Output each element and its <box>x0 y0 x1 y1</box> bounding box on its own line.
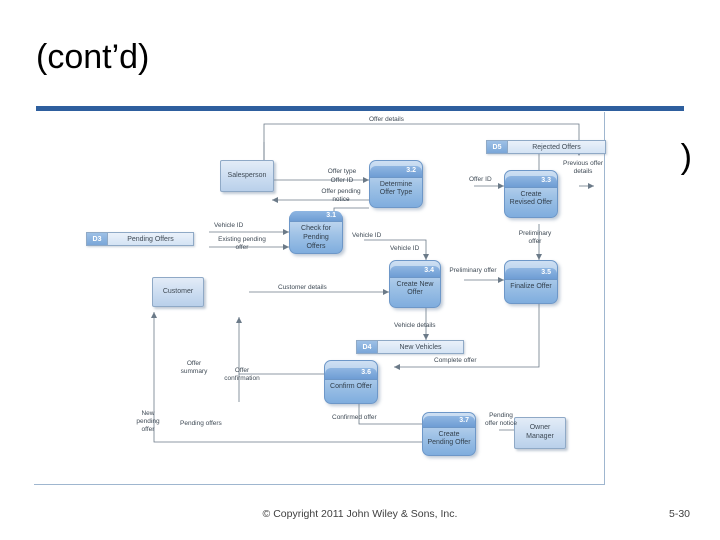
flow-label-offer-confirmation: Offer confirmation <box>224 367 260 382</box>
entity-salesperson[interactable]: Salesperson <box>220 160 274 192</box>
process-3-4[interactable]: 3.4 Create New Offer <box>389 260 441 308</box>
process-3-3[interactable]: 3.3 Create Revised Offer <box>504 170 558 218</box>
flow-label-previous-offer-details: Previous offer details <box>563 160 603 175</box>
process-label: Confirm Offer <box>330 383 372 390</box>
process-3-6[interactable]: 3.6 Confirm Offer <box>324 360 378 404</box>
process-3-1[interactable]: 3.1 Check for Pending Offers <box>289 210 343 254</box>
process-number: 3.4 <box>390 265 440 278</box>
process-number: 3.7 <box>423 415 475 428</box>
entity-owner-manager[interactable]: Owner Manager <box>514 417 566 449</box>
flow-label-offer-id: Offer ID <box>330 177 354 184</box>
flow-label-offer-type: Offer type <box>327 168 357 175</box>
page-title: (cont’d) <box>36 38 150 76</box>
process-label: Determine Offer Type <box>379 180 413 197</box>
flow-label-vehicle-id-mid: Vehicle ID <box>352 232 382 239</box>
flow-label-vehicle-details: Vehicle details <box>394 322 436 329</box>
process-label: Create Revised Offer <box>509 190 553 207</box>
flow-label-offer-details: Offer details <box>369 116 404 123</box>
entity-label: Salesperson <box>227 171 267 179</box>
process-label: Finalize Offer <box>510 283 552 290</box>
datastore-key: D5 <box>487 141 508 153</box>
dfd-diagram: Salesperson Customer Owner Manager D5 Re… <box>34 112 606 485</box>
flow-label-offer-id-right: Offer ID <box>469 176 492 183</box>
flow-label-pending-offer-notice: Pending offer notice <box>484 412 518 427</box>
process-number: 3.2 <box>370 165 422 178</box>
flow-label-new-pending-offer: New pending offer <box>136 410 160 433</box>
process-number: 3.3 <box>505 175 557 188</box>
datastore-key: D4 <box>357 341 378 353</box>
entity-customer[interactable]: Customer <box>152 277 204 307</box>
datastore-d3[interactable]: D3 Pending Offers <box>86 232 194 246</box>
flow-label-pending-offers: Pending offers <box>180 420 222 427</box>
datastore-name: Pending Offers <box>127 235 174 243</box>
entity-label: Owner Manager <box>526 424 554 440</box>
flow-label-vehicle-id-mid2: Vehicle ID <box>390 245 420 252</box>
footer-copyright: © Copyright 2011 John Wiley & Sons, Inc. <box>262 508 458 520</box>
flow-label-customer-details: Customer details <box>278 284 327 291</box>
flow-label-existing-pending-offer: Existing pending offer <box>218 236 266 251</box>
datastore-d5[interactable]: D5 Rejected Offers <box>486 140 606 154</box>
process-label: Check for Pending Offers <box>301 225 331 250</box>
datastore-name: New Vehicles <box>399 343 442 351</box>
dfd-canvas: Salesperson Customer Owner Manager D5 Re… <box>34 112 606 484</box>
flow-label-vehicle-id-left: Vehicle ID <box>214 222 244 229</box>
entity-label: Customer <box>162 287 194 295</box>
flow-label-offer-pending-notice: Offer pending notice <box>321 188 361 203</box>
datastore-d4[interactable]: D4 New Vehicles <box>356 340 464 354</box>
page-title-overflow: ) <box>680 138 692 176</box>
flow-label-confirmed-offer: Confirmed offer <box>332 414 377 421</box>
process-3-7[interactable]: 3.7 Create Pending Offer <box>422 412 476 456</box>
process-3-2[interactable]: 3.2 Determine Offer Type <box>369 160 423 208</box>
flow-label-preliminary-offer-mid: Preliminary offer <box>449 267 497 274</box>
process-label: Create New Offer <box>396 280 434 297</box>
footer-page-number: 5-30 <box>668 508 690 520</box>
title-divider <box>36 106 684 111</box>
flow-label-offer-summary: Offer summary <box>180 360 208 375</box>
process-number: 3.5 <box>505 268 557 280</box>
process-number: 3.1 <box>290 210 342 223</box>
datastore-key: D3 <box>87 233 108 245</box>
flow-label-preliminary-offer-right: Preliminary offer <box>518 230 552 245</box>
process-number: 3.6 <box>325 368 377 380</box>
process-3-5[interactable]: 3.5 Finalize Offer <box>504 260 558 304</box>
flow-label-complete-offer: Complete offer <box>434 357 477 364</box>
datastore-name: Rejected Offers <box>532 143 581 151</box>
process-label: Create Pending Offer <box>427 430 471 447</box>
